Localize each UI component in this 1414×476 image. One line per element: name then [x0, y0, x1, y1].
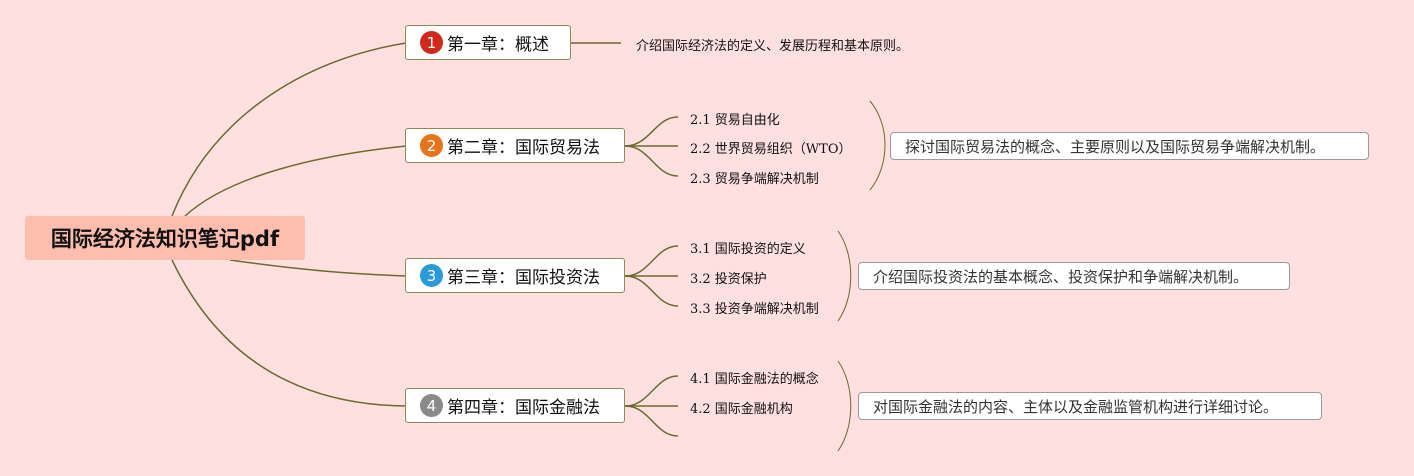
chapter-2-topic[interactable]: 2 第二章：国际贸易法	[405, 128, 625, 163]
ch2-sub-link-3	[624, 145, 679, 177]
chapter-1-topic[interactable]: 1 第一章：概述	[405, 25, 571, 60]
chapter-1-title: 第一章：概述	[447, 35, 549, 55]
ch2-brace	[869, 100, 886, 191]
number-badge-2: 2	[420, 134, 443, 157]
chapter-3-title: 第三章：国际投资法	[447, 268, 600, 288]
chapter-1-summary[interactable]: 介绍国际经济法的定义、发展历程和基本原则。	[636, 39, 910, 54]
chapter-4-title: 第四章：国际金融法	[447, 398, 600, 418]
chapter-3-summary[interactable]: 介绍国际投资法的基本概念、投资保护和争端解决机制。	[858, 262, 1290, 290]
ch4-sub-link-3	[624, 405, 679, 437]
number-badge-1: 1	[420, 31, 443, 54]
ch3-subtopic-2[interactable]: 3.2 投资保护	[690, 272, 767, 287]
root-link-3	[229, 259, 407, 277]
root-topic[interactable]: 国际经济法知识笔记pdf	[25, 216, 305, 260]
ch4-subtopic-2[interactable]: 4.2 国际金融机构	[690, 402, 793, 417]
chapter-3-topic[interactable]: 3 第三章：国际投资法	[405, 258, 625, 293]
ch2-sub-link-1	[624, 116, 679, 147]
ch3-subtopic-3[interactable]: 3.3 投资争端解决机制	[690, 302, 819, 317]
root-link-4	[171, 259, 407, 407]
ch4-brace	[837, 360, 852, 452]
ch4-sub-link-1	[624, 375, 679, 407]
number-badge-3: 3	[420, 264, 443, 287]
ch3-sub-link-1	[624, 245, 679, 277]
root-link-1	[171, 42, 407, 217]
ch3-brace	[837, 230, 852, 322]
ch3-sub-link-3	[624, 275, 679, 307]
ch2-subtopic-3[interactable]: 2.3 贸易争端解决机制	[690, 172, 819, 187]
number-badge-4: 4	[420, 394, 443, 417]
ch2-subtopic-1[interactable]: 2.1 贸易自由化	[690, 113, 780, 128]
ch4-subtopic-1[interactable]: 4.1 国际金融法的概念	[690, 372, 819, 387]
chapter-2-summary[interactable]: 探讨国际贸易法的概念、主要原则以及国际贸易争端解决机制。	[890, 132, 1369, 160]
chapter-4-topic[interactable]: 4 第四章：国际金融法	[405, 388, 625, 423]
ch2-subtopic-2[interactable]: 2.2 世界贸易组织（WTO）	[690, 142, 852, 157]
root-link-2	[184, 145, 407, 217]
chapter-2-title: 第二章：国际贸易法	[447, 138, 600, 158]
chapter-4-summary[interactable]: 对国际金融法的内容、主体以及金融监管机构进行详细讨论。	[858, 392, 1322, 420]
ch3-subtopic-1[interactable]: 3.1 国际投资的定义	[690, 242, 806, 257]
